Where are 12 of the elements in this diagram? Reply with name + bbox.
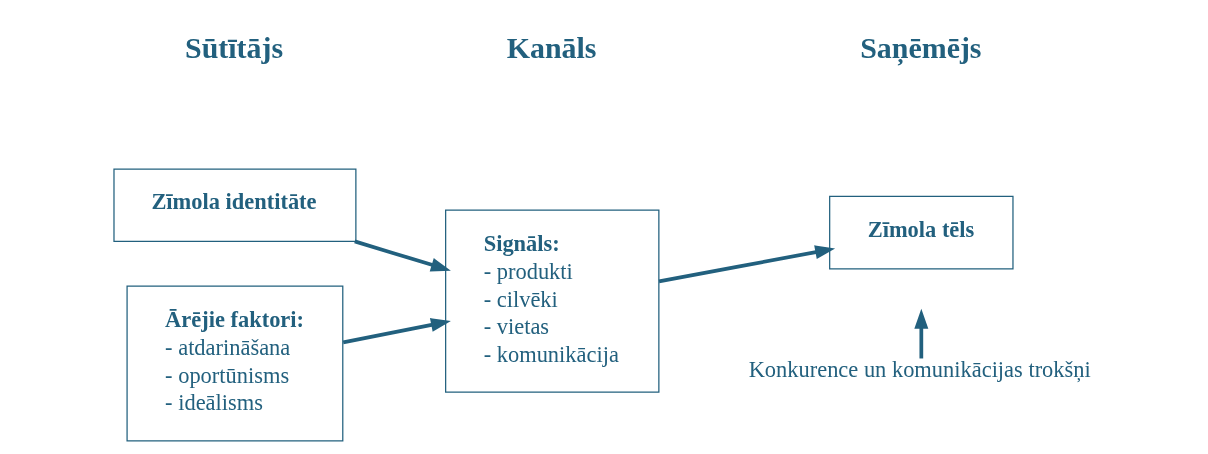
arrow — [342, 318, 451, 345]
node-box: Zīmola tēls — [829, 195, 1014, 270]
node-box: Ārējie faktori: - atdarināšana - oportūnisms - ideālisms — [126, 285, 344, 442]
arrow — [354, 239, 451, 272]
node-box: Zīmola identitāte — [113, 168, 357, 242]
arrow — [658, 245, 836, 284]
label: Sūtītājs — [185, 31, 284, 65]
label: Kanāls — [506, 31, 597, 65]
label: Saņēmējs — [860, 31, 982, 65]
node-box: Signāls: - produkti - cilvēki - vietas - komunikācija — [445, 209, 660, 393]
arrow — [914, 308, 929, 359]
node-text: Konkurence un komunikācijas trokšņi — [748, 356, 1091, 382]
